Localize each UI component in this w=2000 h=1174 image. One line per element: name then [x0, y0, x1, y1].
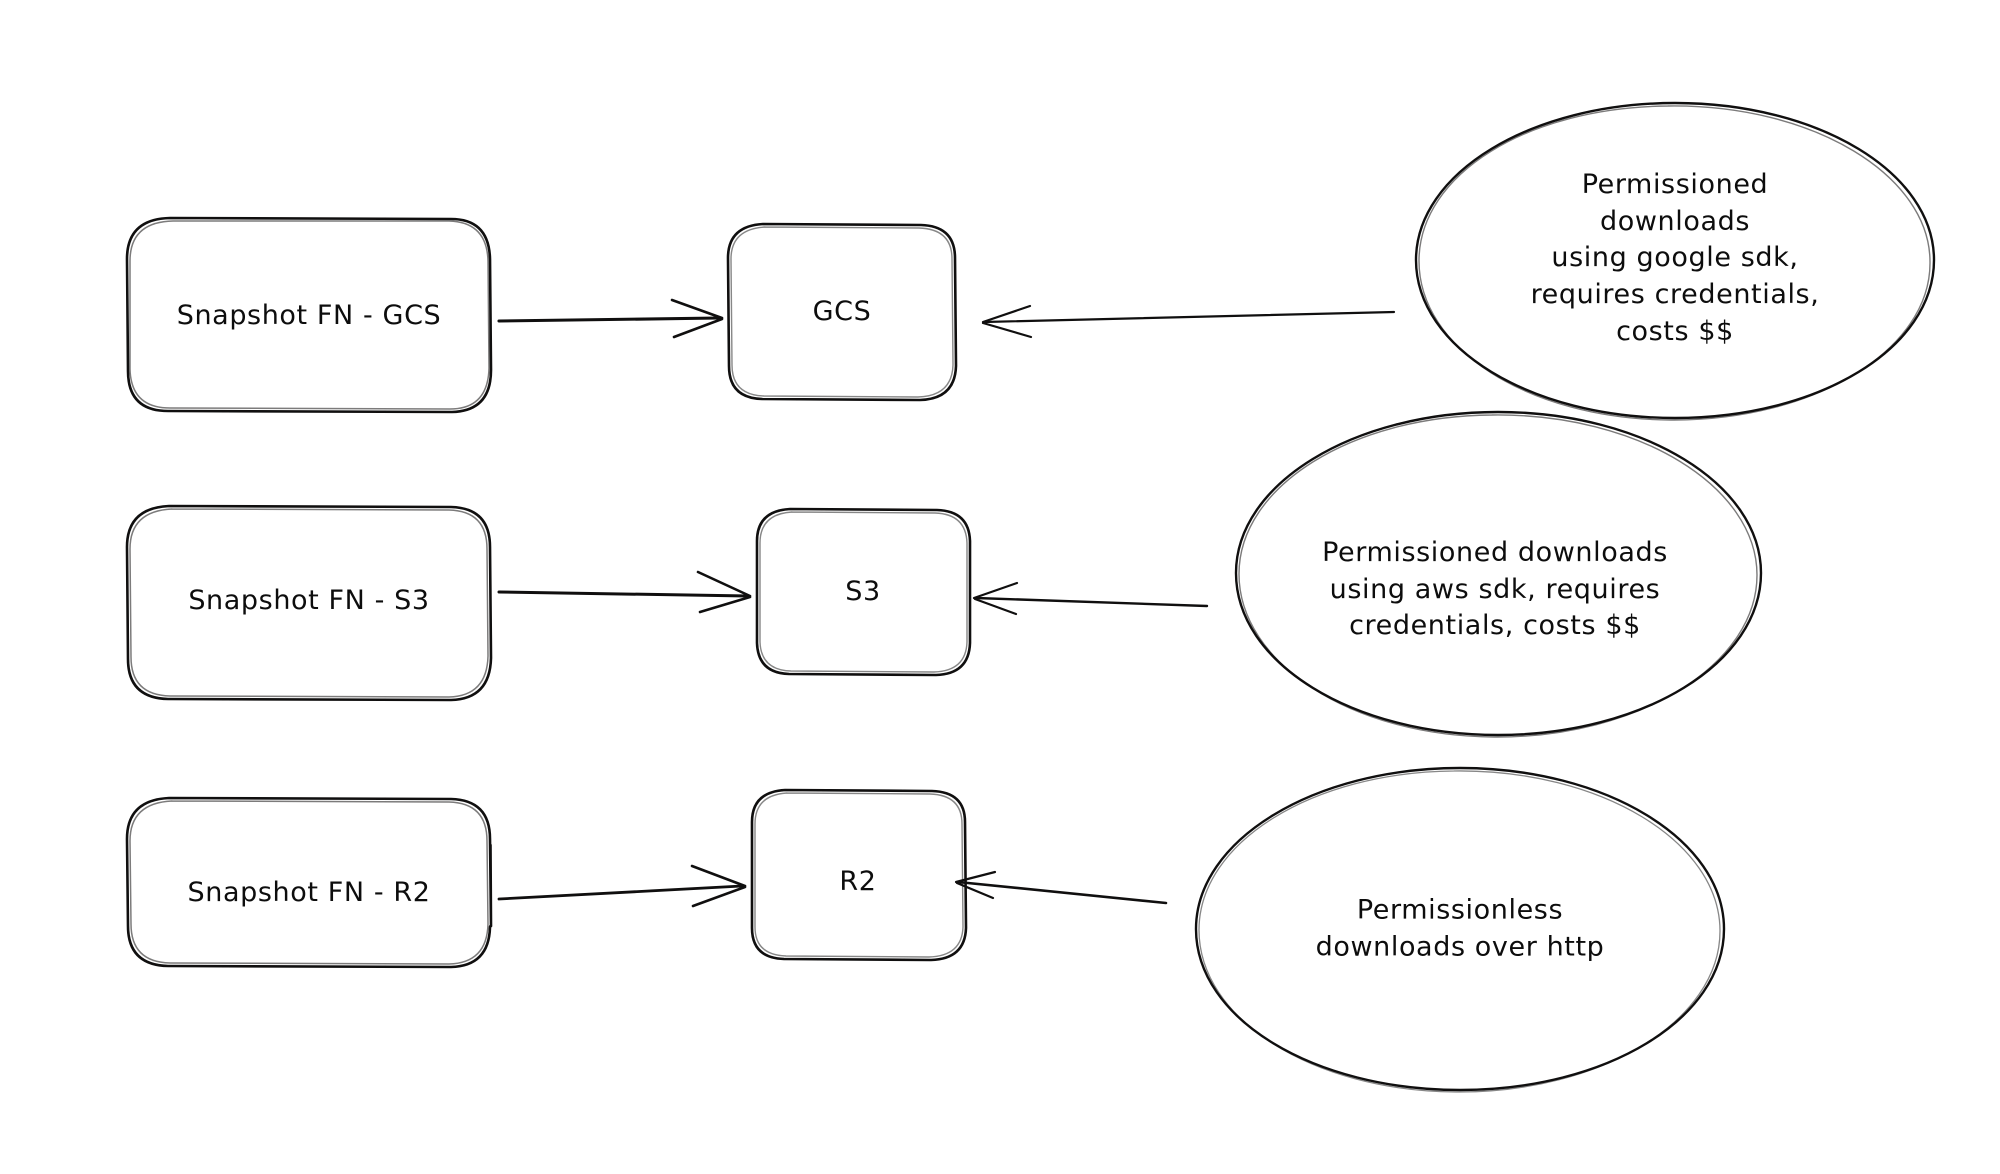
- row-3-note-ellipse[interactable]: [1194, 766, 1726, 1093]
- row-2-note-arrow: [972, 581, 1209, 616]
- row-1-note-ellipse[interactable]: [1414, 101, 1936, 421]
- row-2-note-ellipse[interactable]: [1234, 410, 1763, 738]
- row-1-store-box[interactable]: [726, 222, 958, 402]
- row-1-flow-arrow: [497, 298, 724, 339]
- row-3-store-box[interactable]: [750, 788, 968, 962]
- row-3-note-arrow: [954, 870, 1168, 905]
- row-3-flow-arrow: [497, 864, 747, 908]
- row-2-store-box[interactable]: [755, 507, 972, 677]
- row-2-flow-arrow: [497, 570, 752, 614]
- row-1-note-arrow: [981, 304, 1396, 339]
- row-3-source-box[interactable]: [125, 796, 493, 969]
- row-2-source-box[interactable]: [125, 504, 493, 702]
- row-1-source-box[interactable]: [125, 216, 493, 414]
